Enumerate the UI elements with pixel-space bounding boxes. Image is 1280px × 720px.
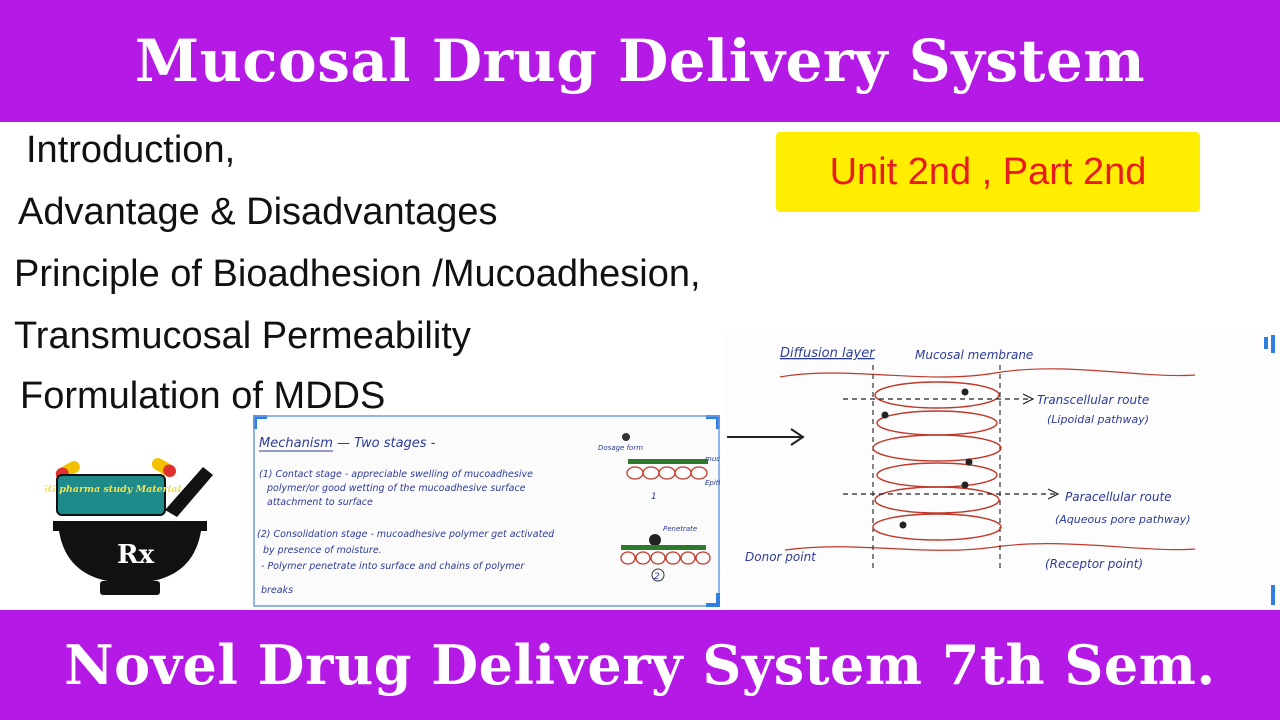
- footer-title: Novel Drug Delivery System 7th Sem.: [64, 633, 1216, 697]
- footer-banner: Novel Drug Delivery System 7th Sem.: [0, 610, 1280, 720]
- header-banner: Mucosal Drug Delivery System: [0, 0, 1280, 122]
- fig-label-1: 1: [651, 492, 657, 502]
- sg-pharma-logo: Rx SG pharma study Material: [41, 455, 215, 605]
- fig-label-epith: Epith: [705, 479, 720, 487]
- unit-badge-text: Unit 2nd , Part 2nd: [829, 150, 1147, 193]
- topic-introduction: Introduction,: [26, 129, 236, 171]
- topic-bioadhesion: Principle of Bioadhesion /Mucoadhesion,: [14, 253, 701, 295]
- transcellular-label: Transcellular route: [1037, 393, 1149, 407]
- topic-formulation: Formulation of MDDS: [20, 375, 386, 417]
- topic-advantages: Advantage & Disadvantages: [18, 191, 498, 233]
- unit-badge: Unit 2nd , Part 2nd: [776, 132, 1200, 212]
- note-line-6: - Polymer penetrate into surface and cha…: [261, 561, 525, 572]
- note-line-2: polymer/or good wetting of the mucoadhes…: [266, 483, 526, 494]
- receptor-point-label: (Receptor point): [1045, 557, 1143, 571]
- topic-permeability: Transmucosal Permeability: [14, 315, 471, 357]
- diffusion-layer-label: Diffusion layer: [780, 346, 876, 361]
- rx-symbol: Rx: [117, 540, 155, 570]
- mucosal-membrane-label: Mucosal membrane: [915, 348, 1033, 362]
- note-line-5: by presence of moisture.: [263, 545, 382, 556]
- header-title: Mucosal Drug Delivery System: [134, 27, 1146, 95]
- dosage-form-dot: [622, 433, 630, 441]
- note-line-1: (1) Contact stage - appreciable swelling…: [259, 469, 533, 480]
- fig-label-2: 2: [654, 572, 660, 582]
- note-line-3: attachment to surface: [267, 497, 373, 508]
- mechanism-notes: Mechanism — Two stages - (1) Contact sta…: [253, 415, 723, 607]
- donor-point-label: Donor point: [745, 550, 817, 564]
- dosage-form-dot-2: [649, 534, 661, 546]
- permeability-diagram: Diffusion layer Mucosal membrane: [704, 335, 1280, 610]
- note-line-7: breaks: [261, 585, 293, 596]
- note-line-4: (2) Consolidation stage - mucoadhesive p…: [257, 529, 555, 540]
- paracellular-label: Paracellular route: [1065, 490, 1172, 504]
- mortar-pestle-icon: Rx SG pharma study Material: [41, 458, 213, 595]
- mechanism-heading: Mechanism — Two stages -: [259, 436, 436, 451]
- fig-label-penetrate: Penetrate: [663, 525, 697, 533]
- paracellular-sub-label: (Aqueous pore pathway): [1055, 513, 1191, 526]
- permeability-diagram-svg: Diffusion layer Mucosal membrane: [704, 335, 1275, 605]
- logo-text: SG pharma study Material: [45, 484, 181, 495]
- fig-label-dosage: Dosage form: [598, 444, 643, 452]
- fig-label-muc: muc: [705, 455, 720, 463]
- mechanism-notes-svg: Mechanism — Two stages - (1) Contact sta…: [253, 415, 723, 607]
- transcellular-sub-label: (Lipoidal pathway): [1047, 413, 1149, 426]
